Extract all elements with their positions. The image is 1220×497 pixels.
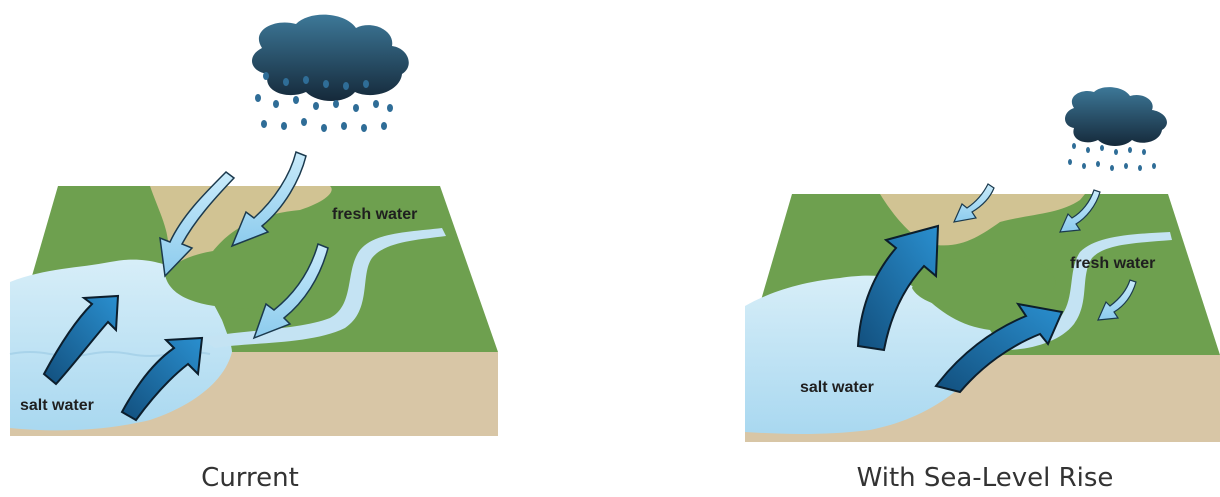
salt-water-arrows [856,224,1064,394]
rain-cloud-icon [251,14,409,101]
fresh-arrow-3 [252,242,329,340]
label-salt-water: salt water [20,397,94,414]
salt-water-arrows [42,294,204,422]
fresh-arrow-2 [1059,189,1101,233]
salt-arrow-1 [856,224,940,352]
fresh-arrow-1 [952,183,995,223]
rain-drops-icon [1068,143,1156,171]
panel-sea-level-rise: fresh water salt water With Sea-Level Ri… [745,87,1220,493]
salt-water-bay [10,259,232,431]
fresh-water-arrows [159,150,329,340]
salt-arrow-2 [120,336,204,422]
salt-water-bay [745,275,996,434]
fresh-arrow-2 [230,150,307,248]
label-fresh-water: fresh water [1070,255,1155,272]
fresh-arrow-1 [159,171,236,278]
caption-sea-level-rise: With Sea-Level Rise [857,463,1114,493]
fresh-water-arrows [952,183,1137,321]
caption-current: Current [201,463,299,493]
island [165,247,305,309]
label-salt-water: salt water [800,379,874,396]
fresh-arrow-3 [1097,279,1137,321]
rain-cloud-icon [1065,87,1167,146]
salt-arrow-1 [42,294,120,386]
island [912,253,1056,312]
rain-drops-icon [255,72,393,132]
salt-arrow-2 [934,302,1064,394]
fresh-water-river [200,228,446,348]
panel-current: fresh water salt water Current [9,14,498,493]
label-fresh-water: fresh water [332,206,417,223]
